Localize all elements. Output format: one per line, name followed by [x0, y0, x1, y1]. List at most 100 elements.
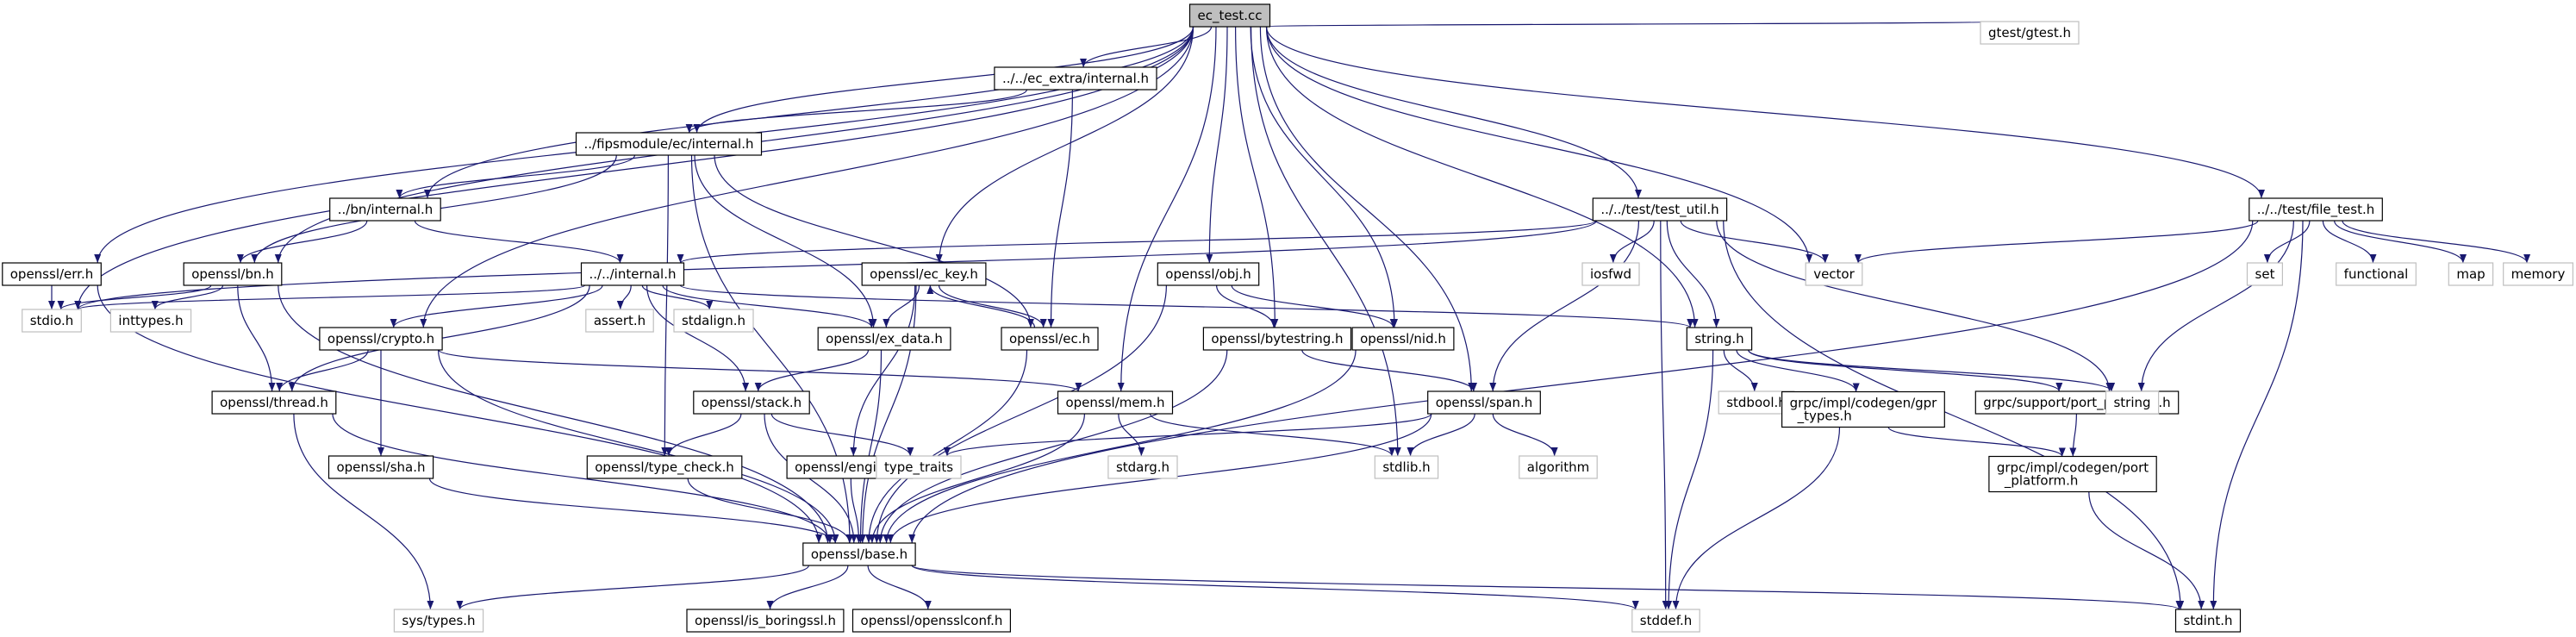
node-ex-data[interactable]: openssl/ex_data.h	[817, 327, 951, 351]
edge-path	[693, 26, 1194, 134]
node-obj[interactable]: openssl/obj.h	[1157, 262, 1260, 286]
node-bytestring[interactable]: openssl/bytestring.h	[1202, 327, 1352, 351]
node-label: vector	[1813, 266, 1855, 282]
edge-path	[873, 284, 1167, 544]
node-ec-extra-internal[interactable]: ../../ec_extra/internal.h	[994, 66, 1157, 91]
node-base[interactable]: openssl/base.h	[802, 542, 916, 566]
edge-ec-key-to-ex-data	[883, 284, 920, 328]
edge-path	[1855, 220, 2259, 264]
edge-ec-test-to-obj	[1206, 26, 1228, 264]
node-box	[2174, 609, 2242, 633]
node-label: sys/types.h	[402, 613, 475, 628]
edge-base-to-stddef	[911, 565, 1639, 610]
node-layer: ec_test.ccgtest/gtest.h../../ec_extra/in…	[2, 3, 2573, 633]
node-nid[interactable]: openssl/nid.h	[1351, 327, 1455, 351]
node-label: openssl/opensslconf.h	[861, 613, 1003, 628]
node-fips-ec-internal[interactable]: ../fipsmodule/ec/internal.h	[575, 132, 763, 156]
node-sha[interactable]: openssl/sha.h	[327, 455, 434, 479]
edge-bytestring-to-base	[876, 349, 1228, 544]
edge-path	[662, 284, 876, 328]
node-ec-key[interactable]: openssl/ec_key.h	[861, 262, 987, 286]
node-bn-internal[interactable]: ../bn/internal.h	[329, 197, 441, 222]
edge-ec-test-to-string-h	[1265, 26, 1699, 328]
edge-crypto-to-mem	[438, 349, 1082, 392]
node-label: inttypes.h	[118, 313, 183, 328]
edge-path	[428, 478, 839, 544]
node-functional: functional	[2336, 262, 2417, 286]
edge-path	[2210, 220, 2304, 610]
edge-internal-to-stdalign	[641, 284, 714, 310]
edge-test-util-to-vector	[1680, 220, 1829, 264]
node-type-check[interactable]: openssl/type_check.h	[586, 455, 743, 479]
edge-path	[1206, 26, 1228, 264]
node-box	[22, 309, 82, 333]
node-label: openssl/bn.h	[191, 266, 274, 282]
node-box	[817, 327, 951, 351]
node-box	[2246, 262, 2284, 286]
node-ec[interactable]: openssl/ec.h	[1001, 327, 1099, 351]
node-opensslconf[interactable]: openssl/opensslconf.h	[851, 609, 1011, 633]
node-crypto[interactable]: openssl/crypto.h	[319, 327, 443, 351]
edge-ec-to-base	[865, 349, 1028, 544]
node-label: stdint.h	[2183, 613, 2232, 628]
edge-path	[332, 413, 833, 544]
edge-bn-to-inttypes	[151, 284, 224, 310]
node-stdint[interactable]: stdint.h	[2174, 609, 2242, 633]
edge-string-h-to-grpc-types	[1736, 349, 1860, 392]
node-box	[1057, 390, 1174, 415]
node-grpc-types[interactable]: grpc/impl/codegen/gpr_types.h	[1781, 390, 1945, 428]
node-file-test[interactable]: ../../test/file_test.h	[2249, 197, 2383, 222]
edge-path	[926, 284, 1036, 328]
node-mem[interactable]: openssl/mem.h	[1057, 390, 1174, 415]
edge-ec-test-to-gtest	[1265, 21, 1991, 31]
node-box	[329, 197, 441, 222]
node-codegen-port[interactable]: grpc/impl/codegen/port_platform.h	[1988, 455, 2157, 493]
edge-path	[2322, 220, 2377, 264]
edge-ec-key-to-base	[858, 284, 917, 544]
edge-path	[944, 413, 1432, 457]
node-string-h[interactable]: string.h	[1686, 327, 1753, 351]
edge-path	[97, 284, 823, 544]
edge-path	[908, 220, 2254, 544]
node-ec-test: ec_test.cc	[1188, 3, 1271, 28]
edge-ec-test-to-bytestring	[1235, 26, 1279, 328]
edge-path	[278, 284, 832, 544]
edge-ec-key-to-engine	[850, 284, 916, 457]
node-assert: assert.h	[585, 309, 654, 333]
node-internal[interactable]: ../../internal.h	[580, 262, 685, 286]
edge-path	[1265, 21, 1991, 31]
edge-ex-data-to-base	[857, 349, 883, 544]
edge-bn-internal-to-bn	[236, 220, 368, 264]
node-box	[673, 309, 754, 333]
edge-bytestring-to-span	[1301, 349, 1477, 392]
edge-string-h-to-stddef	[1665, 349, 1714, 610]
node-box	[393, 609, 484, 633]
edge-path	[677, 220, 1597, 264]
node-label: string.h	[1694, 331, 1743, 347]
edge-fips-ec-internal-to-bn-internal	[396, 154, 636, 199]
node-label: set	[2255, 266, 2275, 282]
node-stack[interactable]: openssl/stack.h	[693, 390, 810, 415]
edge-path	[641, 284, 714, 310]
node-thread[interactable]: openssl/thread.h	[211, 390, 337, 415]
edge-path	[865, 349, 1028, 544]
edge-file-test-to-base	[908, 220, 2254, 544]
node-label: ec_test.cc	[1197, 8, 1262, 24]
edge-path	[1265, 26, 1813, 264]
node-is-boringssl[interactable]: openssl/is_boringssl.h	[686, 609, 845, 633]
node-box	[1805, 262, 1863, 286]
edge-path	[2137, 220, 2294, 392]
node-label: stdio.h	[30, 313, 74, 328]
edge-type-check-to-base	[687, 478, 853, 544]
edge-path	[1672, 427, 1841, 610]
node-err[interactable]: openssl/err.h	[2, 262, 102, 286]
node-bn[interactable]: openssl/bn.h	[183, 262, 283, 286]
node-test-util[interactable]: ../../test/test_util.h	[1592, 197, 1728, 222]
edge-file-test-to-map	[2334, 220, 2467, 264]
node-span[interactable]: openssl/span.h	[1427, 390, 1541, 415]
edge-grpc-types-to-stddef	[1672, 427, 1841, 610]
edge-bn-to-thread	[237, 284, 276, 392]
node-label: openssl/ex_data.h	[826, 331, 943, 347]
node-box	[1001, 327, 1099, 351]
edge-path	[754, 349, 870, 392]
